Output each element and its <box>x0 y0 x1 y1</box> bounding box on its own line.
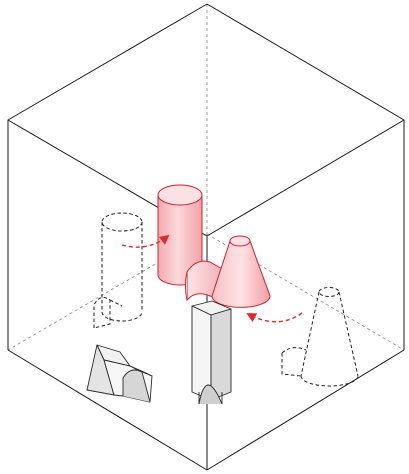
room-box-hidden-edges <box>8 4 404 350</box>
cone-ghost <box>282 288 358 387</box>
cylinder-ghost <box>94 213 142 328</box>
cone-highlighted <box>212 236 270 307</box>
front-floor-edge-right <box>207 350 404 470</box>
tall-block <box>192 301 231 404</box>
move-arrow-cone <box>248 313 302 322</box>
room-box-top-face <box>8 4 404 236</box>
saddle-block <box>87 345 152 402</box>
